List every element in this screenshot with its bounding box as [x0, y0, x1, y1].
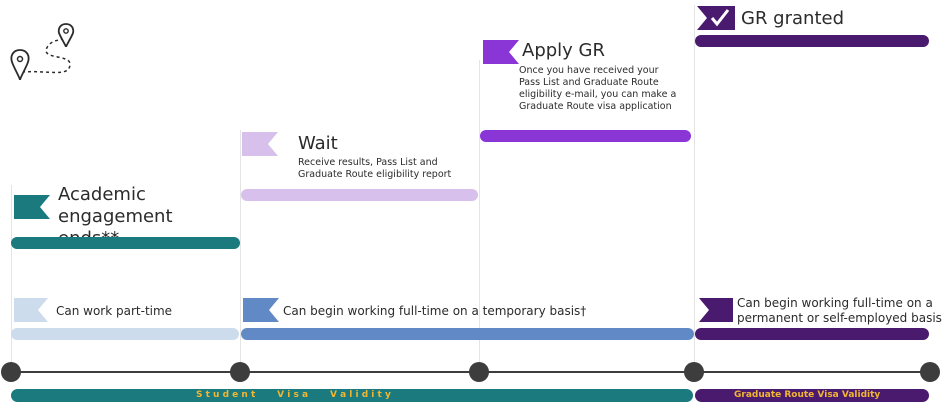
graduate-visa-bar	[695, 389, 929, 402]
wait-bar	[241, 189, 478, 201]
student-visa-bar	[11, 389, 693, 402]
wait-title: Wait	[298, 133, 338, 154]
wait-ribbon	[242, 132, 278, 156]
apply-ribbon	[483, 40, 519, 64]
apply-description: Once you have received your Pass List an…	[519, 65, 677, 112]
timeline-point-3	[469, 362, 489, 382]
timeline-point-1	[1, 362, 21, 382]
timeline-point-5	[920, 362, 940, 382]
timeline-point-2	[230, 362, 250, 382]
granted-title: GR granted	[741, 8, 844, 29]
granted-bar	[695, 35, 929, 47]
full-time-perm-ribbon	[699, 298, 733, 322]
student-visa-label: S t u d e n t V i s a V a l i d i t y	[196, 390, 391, 400]
graduate-visa-label: Graduate Route Visa Validity	[734, 390, 881, 400]
apply-bar	[480, 130, 691, 142]
checkmark-icon	[697, 6, 735, 30]
apply-title: Apply GR	[522, 40, 605, 61]
divider-4	[694, 5, 695, 370]
full-time-perm-bar	[695, 328, 929, 340]
full-time-temp-bar	[241, 328, 694, 340]
academic-ribbon	[14, 195, 50, 219]
timeline-point-4	[684, 362, 704, 382]
part-time-bar	[11, 328, 239, 340]
full-time-perm-label: Can begin working full-time on a permane…	[737, 296, 942, 325]
full-time-temp-ribbon	[243, 298, 279, 322]
map-pins-route-icon	[10, 23, 75, 81]
full-time-temp-label: Can begin working full-time on a tempora…	[283, 304, 587, 318]
divider-3	[479, 60, 480, 370]
divider-2	[240, 130, 241, 370]
wait-description: Receive results, Pass List and Graduate …	[298, 157, 452, 180]
part-time-label: Can work part-time	[56, 304, 173, 318]
part-time-ribbon	[14, 298, 48, 322]
academic-bar	[11, 237, 240, 249]
divider-1	[11, 185, 12, 370]
